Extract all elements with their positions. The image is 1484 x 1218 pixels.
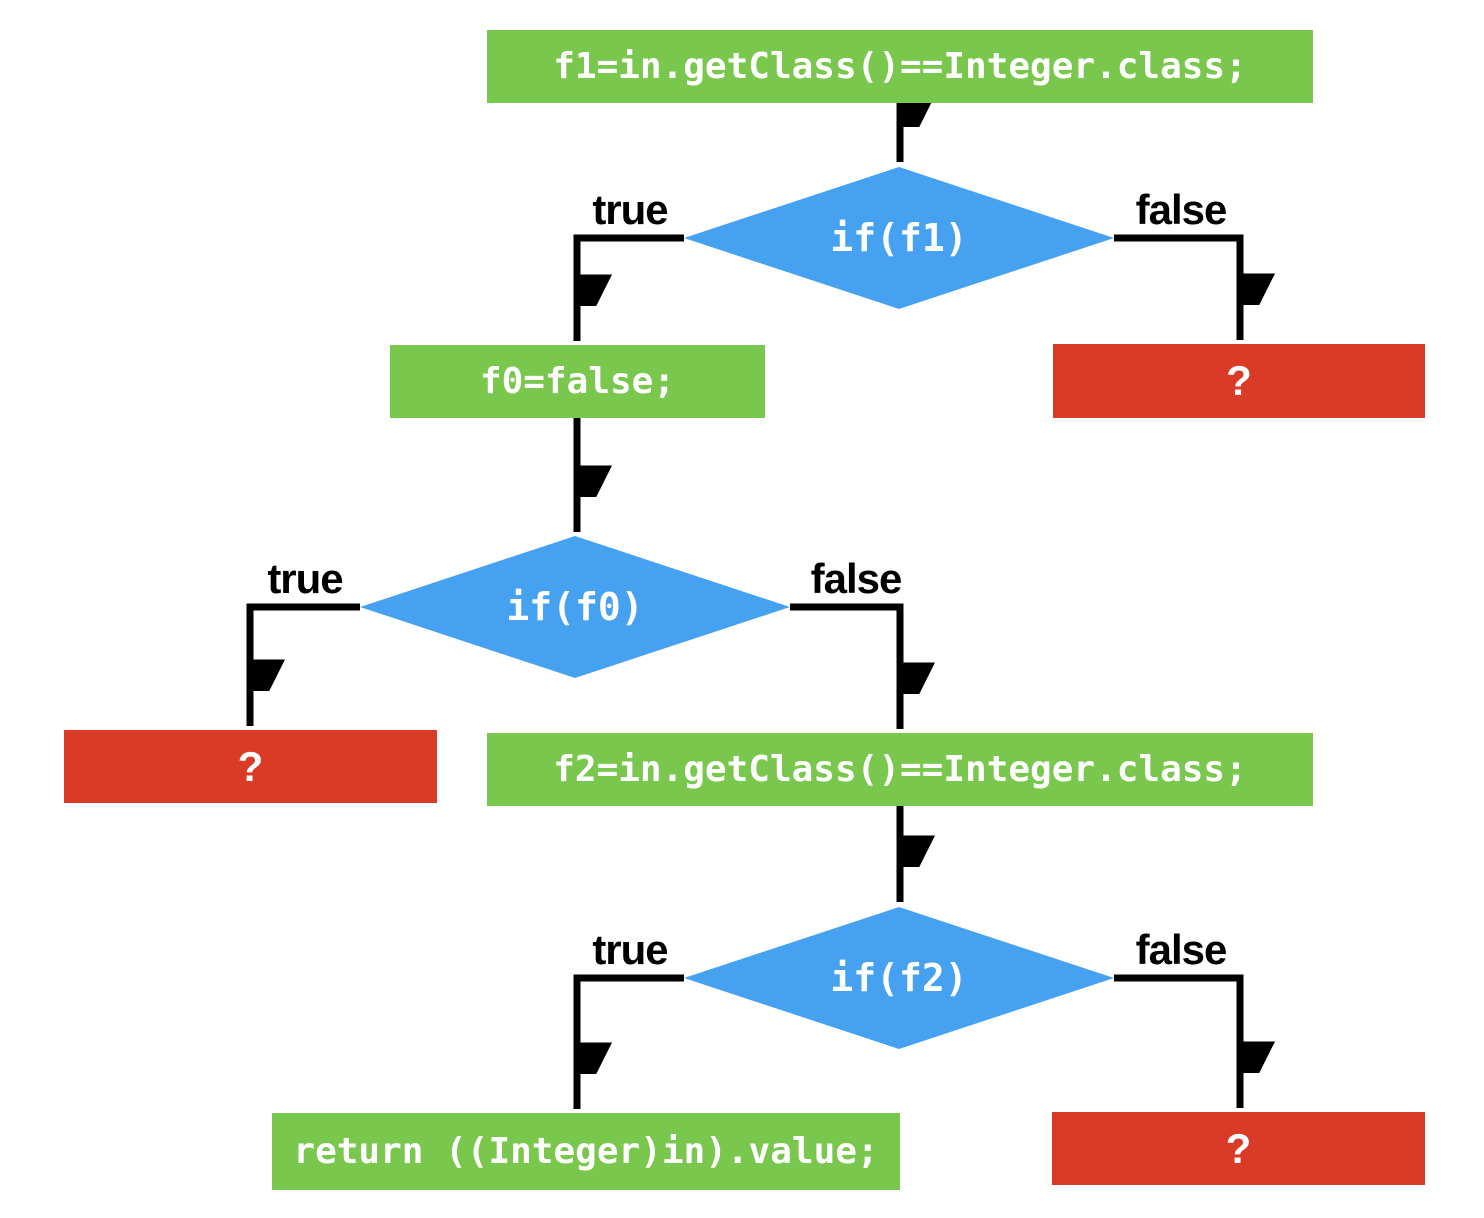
process-box-f2-assign: f2=in.getClass()==Integer.class;	[487, 733, 1313, 806]
edge-if-f0-false	[790, 603, 900, 729]
edge-label-if-f0-false: false	[810, 555, 903, 602]
process-box-f0-assign: f0=false;	[390, 345, 765, 418]
unknown-box-mid-left: ?	[64, 730, 437, 803]
edge-label-if-f1-false: false	[1135, 186, 1228, 233]
edge-if-f2-false	[1114, 974, 1240, 1108]
edge-if-f1-false	[1114, 234, 1240, 340]
process-box-return-value: return ((Integer)in).value;	[272, 1113, 900, 1190]
edge-if-f1-true	[573, 234, 684, 341]
process-box-f1-assign: f1=in.getClass()==Integer.class;	[487, 30, 1313, 103]
edge-label-if-f2-true: true	[592, 926, 668, 973]
edge-label-if-f1-true: true	[592, 186, 668, 233]
unknown-box-top-right: ?	[1053, 344, 1425, 418]
edge-if-f0-true	[246, 603, 360, 726]
unknown-box-bottom-right: ?	[1052, 1112, 1425, 1185]
edge-label-if-f2-false: false	[1135, 926, 1228, 973]
edge-label-if-f0-true: true	[267, 555, 343, 602]
edge-if-f2-true	[573, 974, 684, 1109]
